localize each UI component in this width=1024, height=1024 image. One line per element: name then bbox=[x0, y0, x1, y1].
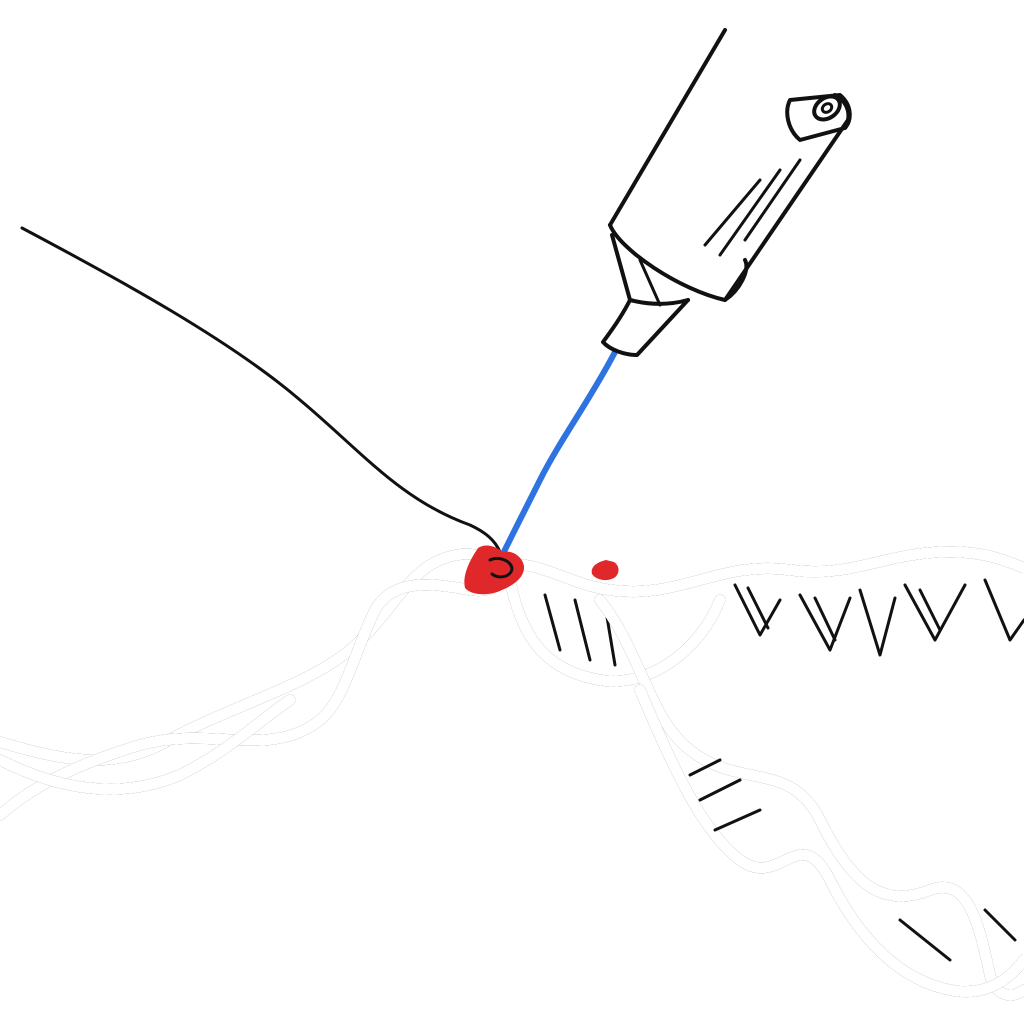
dna-helix-left-icon bbox=[0, 548, 511, 821]
dna-helix-lower-icon bbox=[594, 594, 1024, 1001]
cut-site-blot bbox=[464, 545, 525, 595]
damage-droplet bbox=[591, 560, 619, 581]
guide-strand-line bbox=[20, 226, 502, 554]
dna-helix-right-icon bbox=[499, 546, 1024, 687]
laser-beam bbox=[497, 349, 618, 563]
cut-site-icon bbox=[464, 545, 619, 595]
pen-tool-icon bbox=[601, 28, 852, 357]
